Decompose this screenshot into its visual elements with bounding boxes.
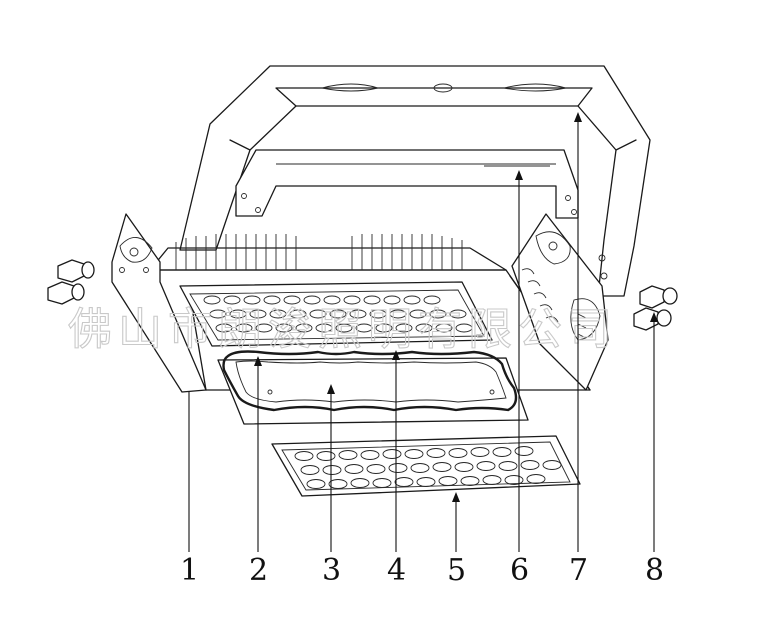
callout-numbers: 1 2 3 4 5 6 7 8 <box>180 553 664 588</box>
right-end-cap <box>511 213 609 391</box>
arrow-head-4 <box>392 350 400 360</box>
callout-1: 1 <box>180 553 199 588</box>
callout-3: 3 <box>322 553 341 588</box>
arrow-head-8 <box>650 312 658 322</box>
watermark-text: 佛山市朗浚照明有限公司 <box>68 304 618 355</box>
cover-plate <box>217 357 529 425</box>
lens-panel <box>271 435 581 497</box>
callout-5: 5 <box>447 553 466 588</box>
bolt-set-left <box>47 259 95 305</box>
arrow-head-5 <box>452 492 460 502</box>
callout-4: 4 <box>387 553 406 588</box>
sealing-gasket <box>222 350 518 412</box>
arrow-head-2 <box>254 356 262 366</box>
mounting-bracket <box>179 65 651 297</box>
led-board <box>179 281 493 347</box>
bolt-set-right <box>633 285 678 331</box>
callout-8: 8 <box>645 553 664 588</box>
arrow-head-3 <box>327 384 335 394</box>
left-end-cap <box>111 213 207 393</box>
inner-bracket <box>235 149 579 219</box>
leader-lines <box>188 112 658 552</box>
callout-6: 6 <box>510 553 529 588</box>
arrow-head-6 <box>515 170 523 180</box>
callout-7: 7 <box>569 553 588 588</box>
arrow-head-7 <box>574 112 582 122</box>
callout-2: 2 <box>249 553 268 588</box>
